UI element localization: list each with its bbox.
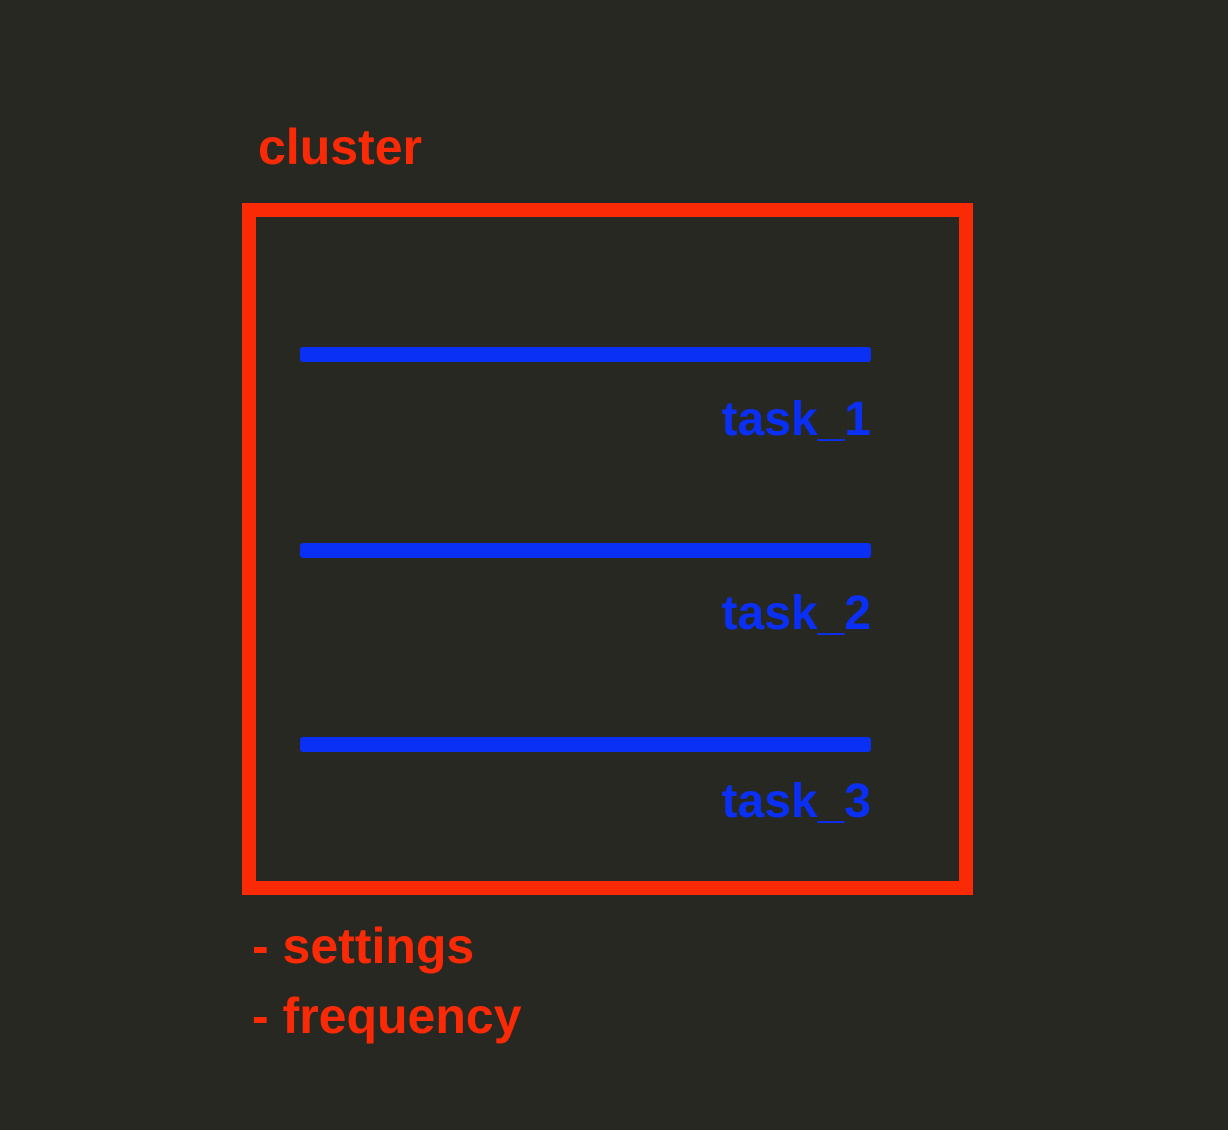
task-bar-3 — [300, 737, 871, 752]
task-label-3: task_3 — [721, 775, 871, 828]
cluster-label: cluster — [258, 119, 422, 175]
task-label-1: task_1 — [721, 393, 871, 446]
task-label-2: task_2 — [721, 587, 871, 640]
task-bar-2 — [300, 543, 871, 558]
task-bar-1 — [300, 347, 871, 362]
annotation-frequency: - frequency — [252, 988, 522, 1044]
annotation-settings: - settings — [252, 918, 475, 974]
cluster-box — [242, 203, 973, 895]
